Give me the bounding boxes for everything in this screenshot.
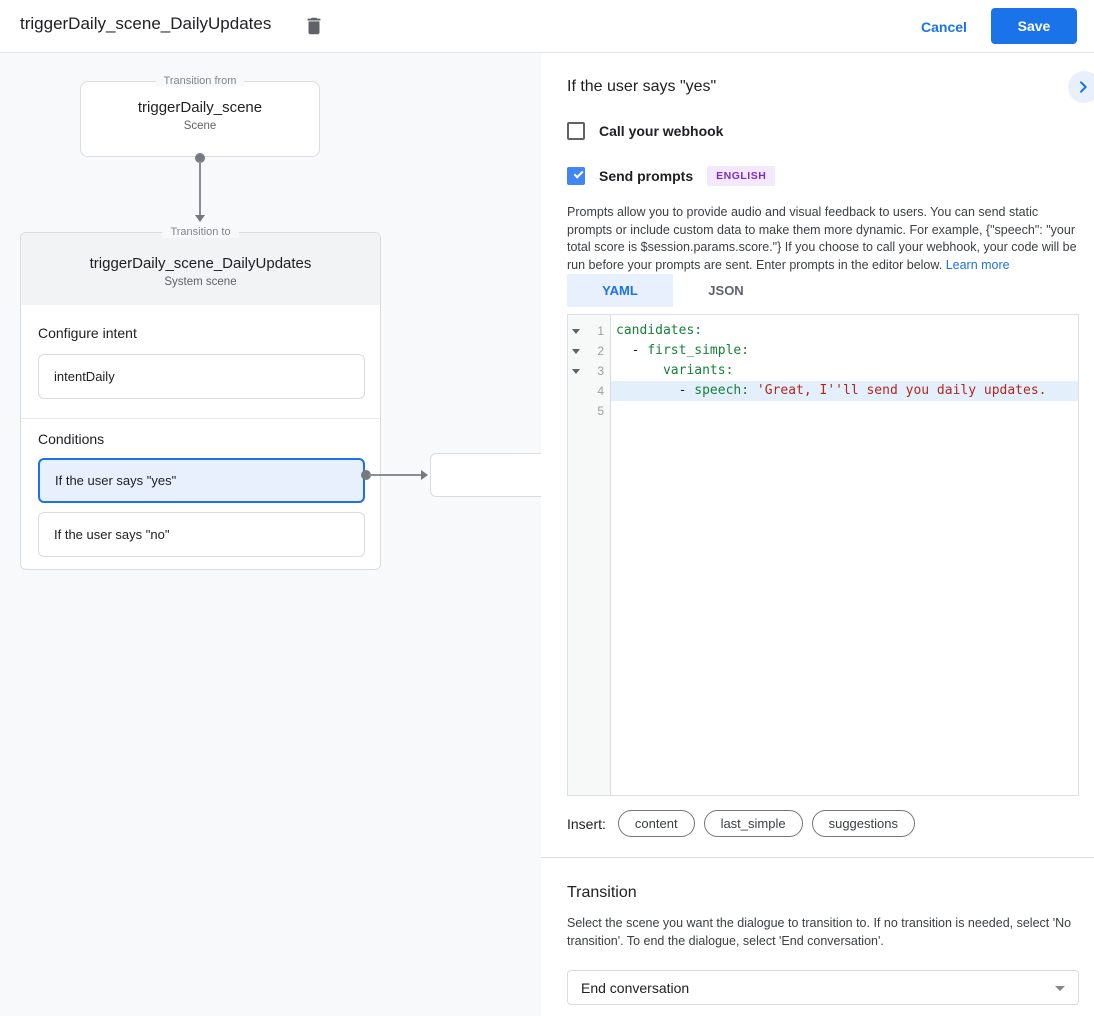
- insert-label: Insert:: [567, 815, 606, 832]
- collapse-panel-button[interactable]: [1068, 71, 1094, 103]
- transition-arrow-line: [199, 161, 201, 216]
- conditions-section: Conditions If the user says "yes" If the…: [21, 419, 380, 557]
- panel-divider: [541, 857, 1094, 858]
- configure-intent-section: Configure intent: [21, 305, 380, 399]
- code-line: 1 candidates:: [568, 321, 1078, 341]
- cancel-button[interactable]: Cancel: [905, 9, 983, 45]
- tab-json[interactable]: JSON: [673, 274, 779, 307]
- page-title: triggerDaily_scene_DailyUpdates: [20, 14, 272, 33]
- transition-description: Select the scene you want the dialogue t…: [567, 916, 1072, 948]
- transition-arrow-head: [195, 215, 205, 222]
- insert-chip-last-simple[interactable]: last_simple: [703, 810, 803, 837]
- learn-more-link[interactable]: Learn more: [945, 257, 1010, 272]
- from-scene-name: triggerDaily_scene: [137, 99, 263, 116]
- line-number: 4: [597, 384, 604, 398]
- send-prompts-label: Send prompts: [599, 168, 694, 184]
- editor-gutter: [568, 315, 611, 795]
- fold-icon[interactable]: [568, 328, 582, 334]
- panel-title: If the user says "yes": [567, 78, 717, 95]
- call-webhook-label: Call your webhook: [599, 123, 724, 139]
- send-prompts-checkbox[interactable]: Send prompts ENGLISH: [567, 166, 776, 186]
- code-line: 2 - first_simple:: [568, 341, 1078, 361]
- tab-yaml[interactable]: YAML: [567, 274, 673, 307]
- condition-item-yes[interactable]: If the user says "yes": [38, 458, 365, 503]
- fold-icon[interactable]: [568, 368, 582, 374]
- prompts-description: Prompts allow you to provide audio and v…: [567, 205, 1077, 272]
- transition-to-node[interactable]: Transition to triggerDaily_scene_DailyUp…: [20, 226, 381, 570]
- to-scene-header: triggerDaily_scene_DailyUpdates System s…: [21, 233, 380, 305]
- from-scene-type: Scene: [183, 120, 217, 132]
- to-scene-type: System scene: [164, 276, 237, 288]
- line-number: 1: [597, 324, 604, 338]
- line-number: 5: [597, 404, 604, 418]
- code-line-highlighted: 4 - speech: 'Great, I''ll send you daily…: [568, 381, 1078, 401]
- transition-from-node[interactable]: Transition from triggerDaily_scene Scene: [80, 75, 320, 157]
- intent-input[interactable]: [38, 354, 365, 399]
- code-line: 3 variants:: [568, 361, 1078, 381]
- connector-dot: [195, 153, 205, 163]
- line-number: 2: [597, 344, 604, 358]
- section-divider: [21, 418, 380, 419]
- delete-scene-button[interactable]: [300, 13, 328, 41]
- editor-format-tabs: YAML JSON: [567, 274, 779, 307]
- checkbox-checked-icon: [567, 167, 585, 185]
- transition-dropdown-value: End conversation: [581, 979, 690, 996]
- top-bar: triggerDaily_scene_DailyUpdates Cancel S…: [0, 0, 1094, 53]
- dropdown-caret-icon: [1055, 986, 1065, 991]
- code-line: 5: [568, 401, 1078, 421]
- language-badge: ENGLISH: [707, 166, 776, 186]
- insert-chip-suggestions[interactable]: suggestions: [811, 810, 915, 837]
- prompt-code-editor[interactable]: 1 candidates: 2 - first_simple: 3 varian…: [567, 314, 1079, 796]
- condition-arrow-line: [369, 474, 422, 476]
- transition-dropdown[interactable]: End conversation: [567, 970, 1079, 1005]
- fold-icon[interactable]: [568, 348, 582, 354]
- conditions-label: Conditions: [38, 431, 105, 447]
- transition-from-label: Transition from: [81, 75, 319, 87]
- configure-intent-label: Configure intent: [38, 325, 137, 341]
- condition-item-no[interactable]: If the user says "no": [38, 512, 365, 557]
- insert-chip-content[interactable]: content: [617, 810, 695, 837]
- checkbox-unchecked-icon: [567, 122, 585, 140]
- checkmark-icon: [573, 168, 584, 179]
- transition-section-title: Transition: [567, 884, 637, 901]
- to-scene-name: triggerDaily_scene_DailyUpdates: [89, 255, 312, 272]
- save-button[interactable]: Save: [991, 8, 1077, 44]
- call-webhook-checkbox[interactable]: Call your webhook: [567, 122, 723, 140]
- next-node-placeholder[interactable]: [430, 453, 555, 497]
- connector-dot: [361, 470, 371, 480]
- trash-icon: [303, 17, 325, 40]
- condition-detail-panel: If the user says "yes" Call your webhook…: [541, 53, 1094, 1016]
- condition-arrow-head: [421, 470, 428, 480]
- line-number: 3: [597, 364, 604, 378]
- insert-row: Insert: content last_simple suggestions: [567, 810, 924, 837]
